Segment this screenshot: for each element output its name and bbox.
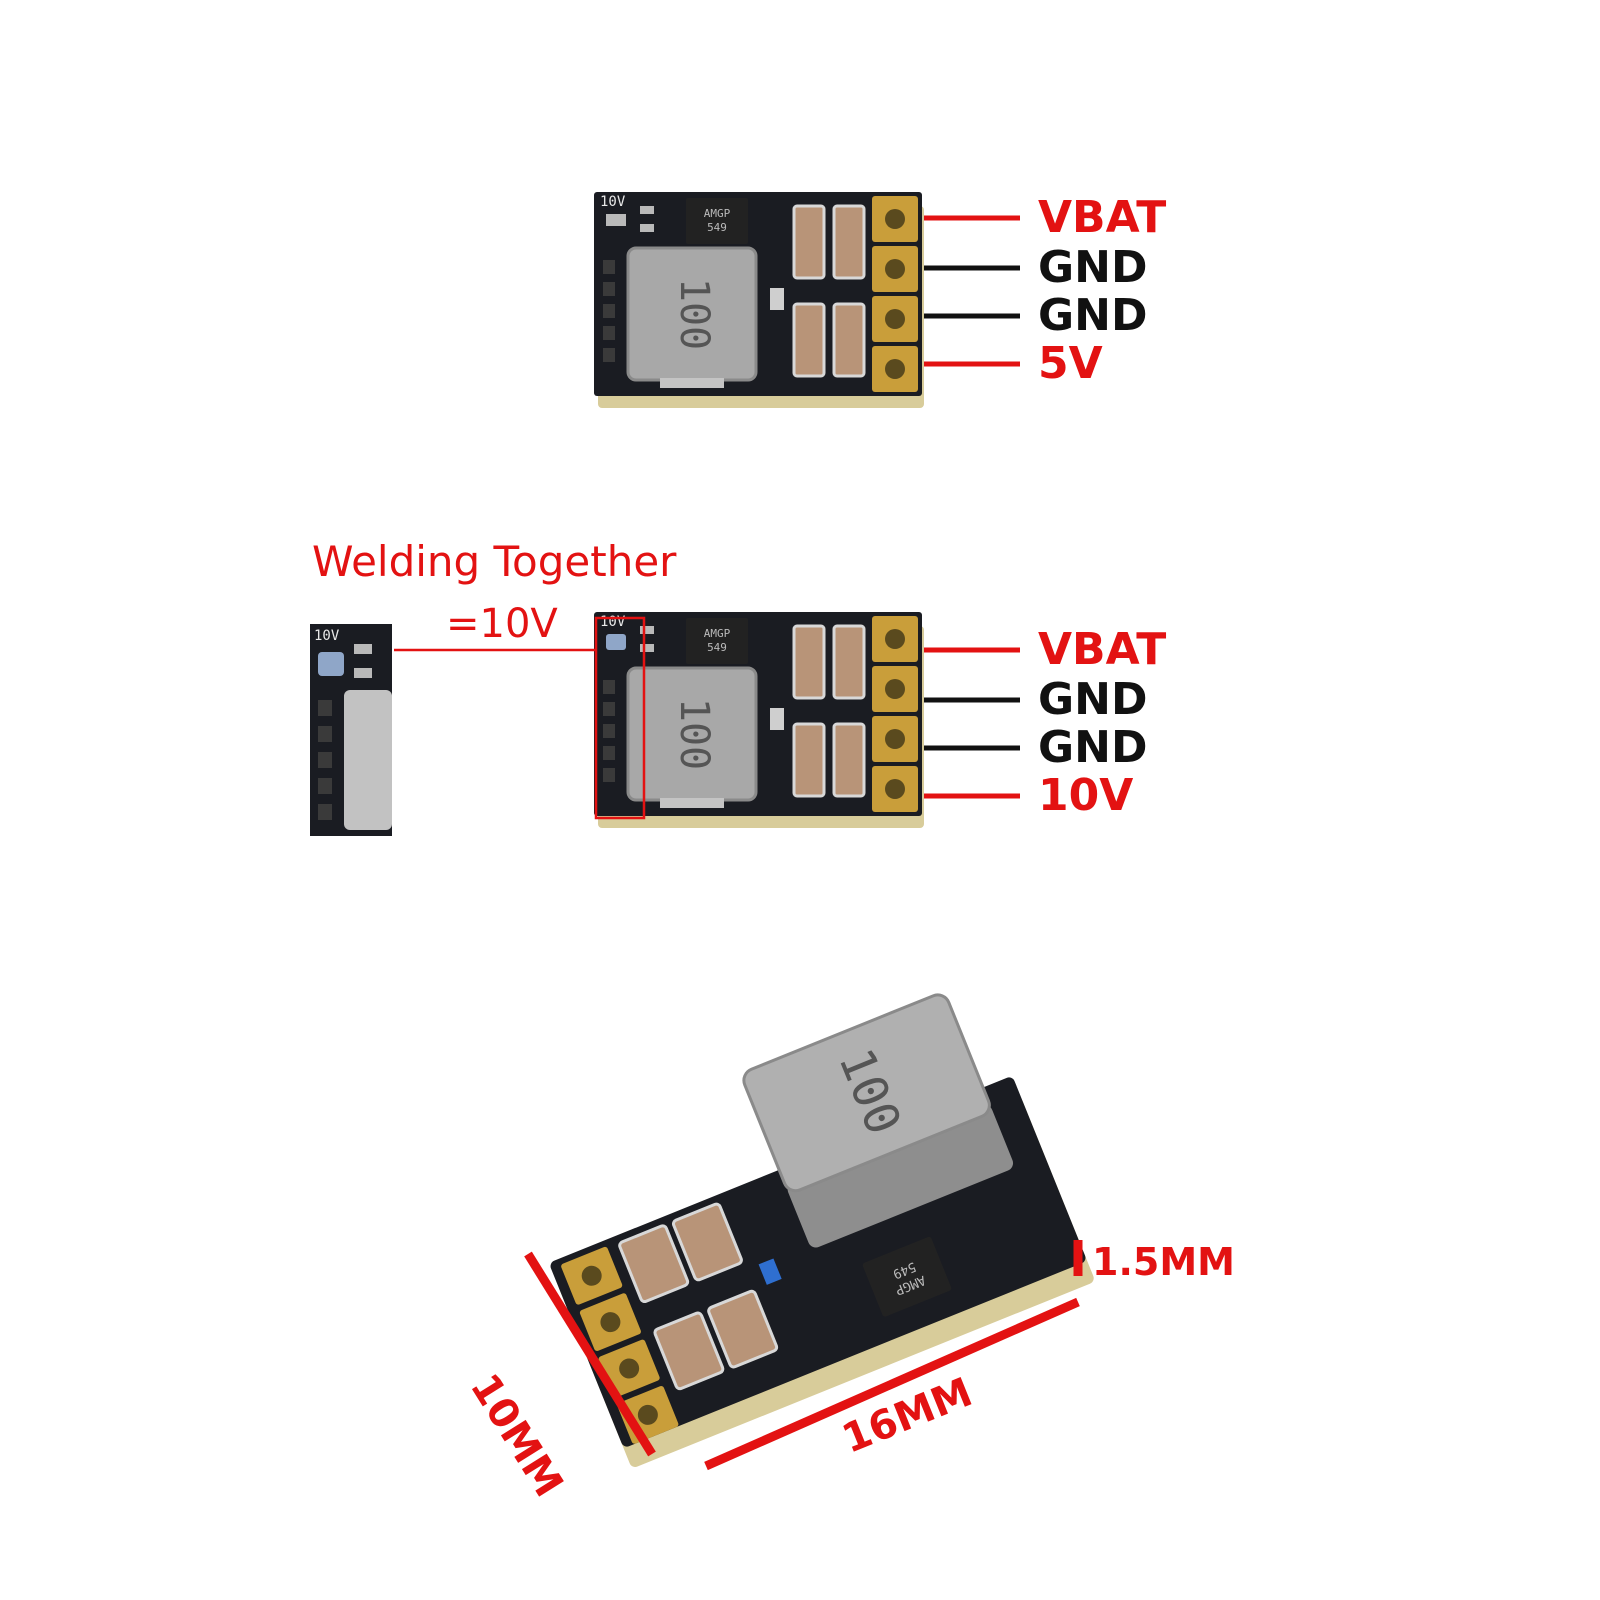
module-5v-label-gnd-1: GND — [1038, 242, 1148, 293]
dimension-thickness-label: 1.5MM — [1092, 1240, 1235, 1284]
welding-highlight-box — [594, 616, 646, 820]
module-10v-label-gnd-1: GND — [1038, 674, 1148, 725]
module-5v-chip — [686, 198, 748, 244]
dimension-line-height — [524, 1251, 656, 1457]
welding-closeup: 10V — [310, 624, 392, 836]
module-10v-chip-text-1: AMGP — [704, 627, 731, 640]
module-5v-label-5v: 5V — [1038, 338, 1103, 389]
module-10v-inductor-text: 100 — [671, 698, 717, 770]
module-10v-chip-text-2: 549 — [707, 641, 727, 654]
closeup-silkscreen: 10V — [314, 628, 340, 644]
module-10v-chip — [686, 618, 748, 664]
module-5v-label-vbat: VBAT — [1038, 192, 1167, 243]
dimension-line-width — [704, 1297, 1080, 1471]
module-5v-chip-text-2: 549 — [707, 221, 727, 234]
module-5v-capacitors — [792, 204, 866, 378]
module-5v-chip-text-1: AMGP — [704, 207, 731, 220]
module-5v-inductor-text: 100 — [671, 278, 717, 350]
module-10v-label-vbat: VBAT — [1038, 624, 1167, 675]
module-10v-pads — [872, 616, 918, 812]
module-10v-silkscreen: 10V — [600, 614, 626, 630]
module-10v-label-10v: 10V — [1038, 770, 1134, 821]
module-5v-silkscreen: 10V — [600, 194, 626, 210]
module-10v-capacitors — [792, 624, 866, 798]
module-10v-board: 10V AMGP 549 100 — [594, 612, 924, 828]
welding-note-line-1: Welding Together — [312, 537, 677, 586]
module-5v-board: 10V AMGP 549 100 — [594, 192, 924, 408]
module-5v-pads — [872, 196, 918, 392]
welding-note-line-2: =10V — [446, 601, 558, 647]
module-10v-label-gnd-2: GND — [1038, 722, 1148, 773]
module-5v-label-gnd-2: GND — [1038, 290, 1148, 341]
module-angled-inductor: 100 — [742, 993, 1014, 1248]
